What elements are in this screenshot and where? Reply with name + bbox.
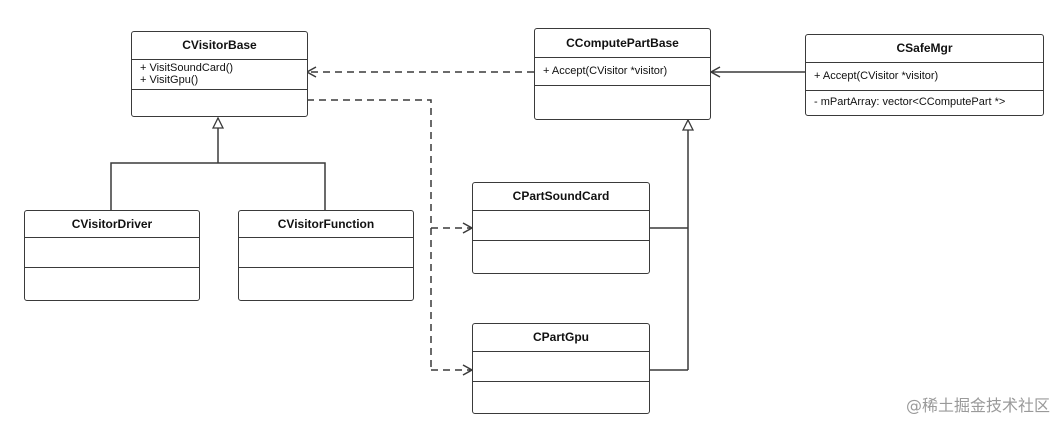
method: + VisitSoundCard() — [140, 62, 234, 74]
methods-section — [473, 352, 649, 382]
class-cpartgpu: CPartGpu — [472, 323, 650, 414]
attributes-section — [239, 268, 413, 300]
method: + VisitGpu() — [140, 74, 199, 86]
methods-section: + VisitSoundCard() + VisitGpu() — [132, 60, 307, 90]
methods-section — [239, 238, 413, 268]
class-cvisitorbase: CVisitorBase + VisitSoundCard() + VisitG… — [131, 31, 308, 117]
attributes-section — [473, 241, 649, 273]
class-name: CVisitorFunction — [239, 211, 413, 238]
attributes-section — [132, 90, 307, 116]
attributes-section — [473, 382, 649, 413]
attributes-section: - mPartArray: vector<CComputePart *> — [806, 91, 1043, 115]
watermark: @稀土掘金技术社区 — [905, 396, 1050, 415]
attribute: - mPartArray: vector<CComputePart *> — [814, 96, 1006, 108]
method: + Accept(CVisitor *visitor) — [543, 65, 668, 77]
methods-section: + Accept(CVisitor *visitor) — [806, 63, 1043, 91]
attributes-section — [535, 86, 710, 119]
methods-section: + Accept(CVisitor *visitor) — [535, 58, 710, 86]
method: + Accept(CVisitor *visitor) — [814, 70, 939, 82]
dependency-visitorbase-to-parts — [307, 99, 474, 376]
class-cvisitorfunction: CVisitorFunction — [238, 210, 414, 301]
class-cvisitordriver: CVisitorDriver — [24, 210, 200, 301]
class-name: CComputePartBase — [535, 29, 710, 58]
class-name: CSafeMgr — [806, 35, 1043, 63]
class-ccomputepartbase: CComputePartBase + Accept(CVisitor *visi… — [534, 28, 711, 120]
class-name: CPartGpu — [473, 324, 649, 352]
inheritance-part-subclasses — [650, 120, 688, 371]
attributes-section — [25, 268, 199, 300]
methods-section — [25, 238, 199, 268]
class-name: CPartSoundCard — [473, 183, 649, 211]
methods-section — [473, 211, 649, 241]
inheritance-visitor-subclasses — [110, 118, 326, 210]
class-cpartsoundcard: CPartSoundCard — [472, 182, 650, 274]
class-csafemgr: CSafeMgr + Accept(CVisitor *visitor) - m… — [805, 34, 1044, 116]
class-name: CVisitorBase — [132, 32, 307, 60]
class-name: CVisitorDriver — [25, 211, 199, 238]
